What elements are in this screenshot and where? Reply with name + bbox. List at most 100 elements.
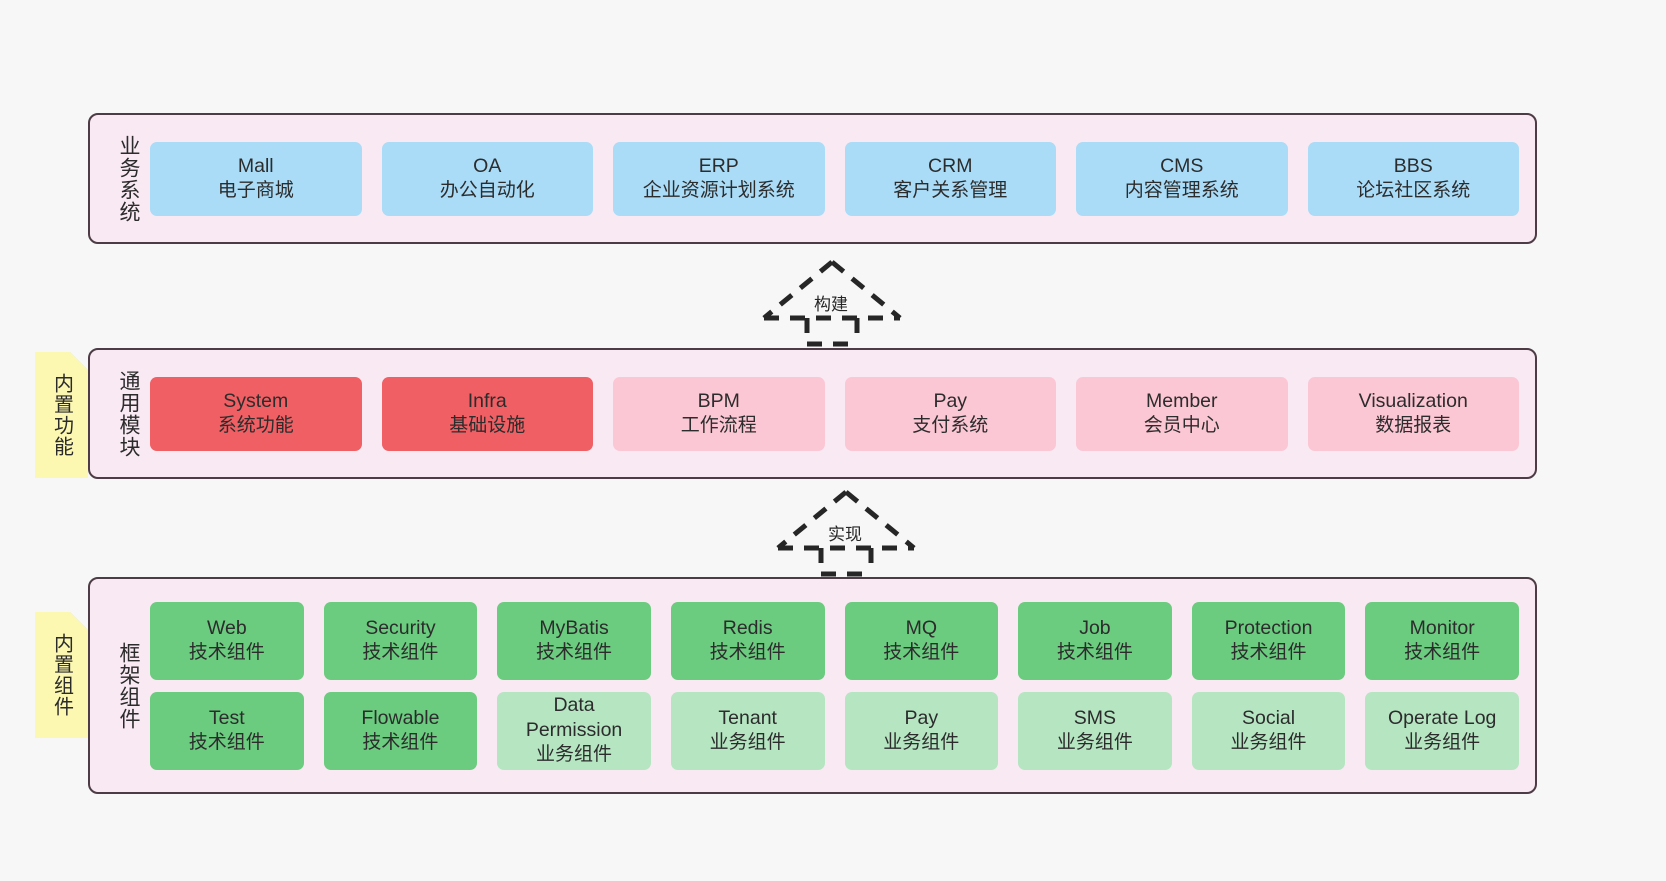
connector-build: 构建 — [752, 258, 912, 347]
node-mall-en: Mall — [237, 154, 274, 177]
node-infra[interactable]: Infra 基础设施 — [381, 376, 593, 451]
node-monitor[interactable]: Monitor 技术组件 — [1365, 601, 1519, 680]
node-system-en: System — [223, 389, 289, 412]
node-pay-module[interactable]: Pay 支付系统 — [844, 376, 1056, 451]
layer-modules-body: System 系统功能 Infra 基础设施 BPM 工作流程 Pay 支付系统… — [140, 376, 1535, 451]
node-mall-cn: 电子商城 — [217, 179, 294, 201]
node-operate-log-cn: 业务组件 — [1404, 731, 1481, 753]
framework-row-1: Web 技术组件 Security 技术组件 MyBatis 技术组件 Redi… — [150, 601, 1519, 680]
modules-row: System 系统功能 Infra 基础设施 BPM 工作流程 Pay 支付系统… — [150, 376, 1519, 451]
node-monitor-en: Monitor — [1409, 616, 1475, 639]
node-data-permission[interactable]: Data Permission 业务组件 — [497, 691, 651, 770]
node-cms[interactable]: CMS 内容管理系统 — [1076, 141, 1288, 216]
note-builtin-features: 内置功能 — [35, 352, 88, 478]
node-infra-cn: 基础设施 — [449, 414, 526, 436]
note-fold-corner-icon — [70, 352, 88, 370]
node-pay-module-en: Pay — [933, 389, 968, 412]
node-visualization-en: Visualization — [1358, 389, 1468, 412]
node-job-en: Job — [1079, 616, 1111, 639]
node-crm[interactable]: CRM 客户关系管理 — [844, 141, 1056, 216]
layer-business-systems: 业务系统 Mall 电子商城 OA 办公自动化 ERP 企业资源计划系统 CRM… — [88, 113, 1537, 244]
implements-arrowhead-icon — [776, 490, 916, 550]
node-erp-en: ERP — [698, 154, 739, 177]
node-job[interactable]: Job 技术组件 — [1018, 601, 1172, 680]
node-crm-cn: 客户关系管理 — [893, 179, 1008, 201]
node-cms-en: CMS — [1160, 154, 1204, 177]
node-data-permission-cn: 业务组件 — [536, 744, 613, 766]
layer-business-title: 业务系统 — [117, 134, 140, 223]
connector-build-label: 构建 — [814, 295, 848, 314]
node-security[interactable]: Security 技术组件 — [323, 601, 478, 680]
node-sms[interactable]: SMS 业务组件 — [1018, 691, 1172, 770]
node-crm-en: CRM — [928, 154, 973, 177]
node-redis-cn: 技术组件 — [709, 641, 786, 663]
connector-implements-label: 实现 — [828, 525, 862, 544]
node-sms-cn: 业务组件 — [1056, 731, 1133, 753]
node-tenant-cn: 业务组件 — [709, 731, 786, 753]
layer-framework-body: Web 技术组件 Security 技术组件 MyBatis 技术组件 Redi… — [140, 601, 1535, 770]
node-cms-cn: 内容管理系统 — [1124, 179, 1239, 201]
node-security-cn: 技术组件 — [362, 641, 439, 663]
node-sms-en: SMS — [1073, 706, 1117, 729]
node-social-cn: 业务组件 — [1230, 731, 1307, 753]
business-row: Mall 电子商城 OA 办公自动化 ERP 企业资源计划系统 CRM 客户关系… — [150, 141, 1519, 216]
node-erp[interactable]: ERP 企业资源计划系统 — [613, 141, 825, 216]
node-bbs[interactable]: BBS 论坛社区系统 — [1307, 141, 1519, 216]
note-builtin-features-label: 内置功能 — [50, 373, 73, 457]
implements-arrow-stem — [818, 548, 874, 577]
note-builtin-components: 内置组件 — [35, 612, 88, 738]
node-member-cn: 会员中心 — [1143, 414, 1220, 436]
node-pay-component-cn: 业务组件 — [883, 731, 960, 753]
node-mybatis[interactable]: MyBatis 技术组件 — [497, 601, 651, 680]
node-data-permission-en: Data Permission — [525, 694, 623, 742]
node-bbs-cn: 论坛社区系统 — [1356, 179, 1471, 201]
node-member[interactable]: Member 会员中心 — [1076, 376, 1288, 451]
layer-business-body: Mall 电子商城 OA 办公自动化 ERP 企业资源计划系统 CRM 客户关系… — [140, 141, 1535, 216]
node-test-cn: 技术组件 — [188, 731, 265, 753]
node-test-en: Test — [208, 706, 245, 729]
node-protection[interactable]: Protection 技术组件 — [1191, 601, 1346, 680]
node-system-cn: 系统功能 — [217, 414, 294, 436]
node-bbs-en: BBS — [1393, 154, 1433, 177]
node-member-en: Member — [1145, 389, 1218, 412]
node-pay-module-cn: 支付系统 — [912, 414, 989, 436]
node-mq[interactable]: MQ 技术组件 — [844, 601, 999, 680]
layer-common-modules: 通用模块 System 系统功能 Infra 基础设施 BPM 工作流程 Pay… — [88, 348, 1537, 479]
node-oa[interactable]: OA 办公自动化 — [381, 141, 593, 216]
node-pay-component[interactable]: Pay 业务组件 — [844, 691, 999, 770]
node-bpm[interactable]: BPM 工作流程 — [613, 376, 825, 451]
connector-implements: 实现 — [766, 488, 926, 577]
node-web-cn: 技术组件 — [188, 641, 265, 663]
node-system[interactable]: System 系统功能 — [150, 376, 362, 451]
layer-framework-components: 框架组件 Web 技术组件 Security 技术组件 MyBatis 技术组件… — [88, 577, 1537, 794]
note-builtin-components-label: 内置组件 — [50, 633, 73, 717]
node-redis-en: Redis — [722, 616, 773, 639]
node-social[interactable]: Social 业务组件 — [1191, 691, 1346, 770]
build-arrowhead-icon — [762, 260, 902, 320]
node-mybatis-en: MyBatis — [539, 616, 609, 639]
node-operate-log[interactable]: Operate Log 业务组件 — [1365, 691, 1519, 770]
node-bpm-cn: 工作流程 — [680, 414, 757, 436]
node-flowable-en: Flowable — [361, 706, 440, 729]
node-flowable[interactable]: Flowable 技术组件 — [323, 691, 478, 770]
node-protection-cn: 技术组件 — [1230, 641, 1307, 663]
node-tenant-en: Tenant — [718, 706, 777, 729]
node-pay-component-en: Pay — [904, 706, 939, 729]
build-arrow-stem — [804, 318, 860, 347]
node-monitor-cn: 技术组件 — [1404, 641, 1481, 663]
node-bpm-en: BPM — [697, 389, 740, 412]
node-mall[interactable]: Mall 电子商城 — [150, 141, 362, 216]
layer-modules-title: 通用模块 — [117, 369, 140, 458]
node-visualization[interactable]: Visualization 数据报表 — [1307, 376, 1519, 451]
node-redis[interactable]: Redis 技术组件 — [670, 601, 825, 680]
node-oa-cn: 办公自动化 — [439, 179, 535, 201]
node-erp-cn: 企业资源计划系统 — [642, 179, 795, 201]
node-test[interactable]: Test 技术组件 — [150, 691, 304, 770]
node-job-cn: 技术组件 — [1056, 641, 1133, 663]
node-social-en: Social — [1242, 706, 1296, 729]
node-web[interactable]: Web 技术组件 — [150, 601, 304, 680]
node-operate-log-en: Operate Log — [1387, 706, 1497, 729]
note-fold-corner-icon — [70, 612, 88, 630]
node-tenant[interactable]: Tenant 业务组件 — [670, 691, 825, 770]
